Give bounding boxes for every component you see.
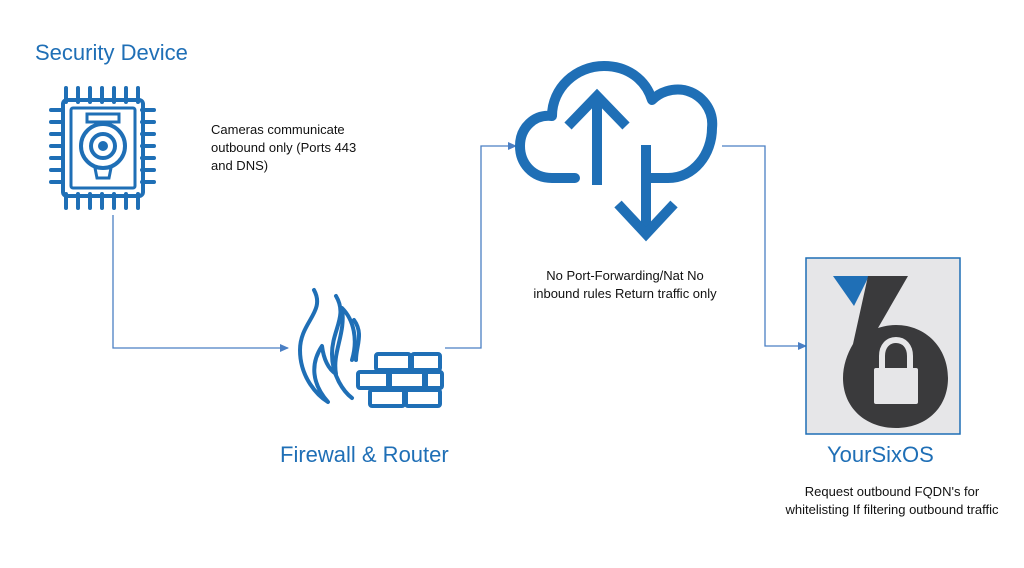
cameras-outbound-note: Cameras communicate outbound only (Ports… <box>211 122 357 173</box>
yoursix-logo-icon <box>805 257 961 435</box>
security-device-title: Security Device <box>35 40 188 65</box>
edge-security-to-firewall <box>112 215 289 352</box>
edge-cloud-to-yoursix <box>722 145 807 350</box>
camera-chip-icon <box>49 86 156 210</box>
no-port-forwarding-note: No Port-Forwarding/Nat No inbound rules … <box>533 268 717 301</box>
edge-firewall-to-cloud <box>445 142 517 349</box>
firewall-icon <box>298 288 444 408</box>
request-outbound-note: Request outbound FQDN's for whitelisting… <box>785 484 999 517</box>
yoursixos-title: YourSixOS <box>827 442 934 467</box>
firewall-router-title: Firewall & Router <box>280 442 449 467</box>
cloud-upload-download-icon <box>515 61 718 242</box>
connectors <box>112 142 807 352</box>
